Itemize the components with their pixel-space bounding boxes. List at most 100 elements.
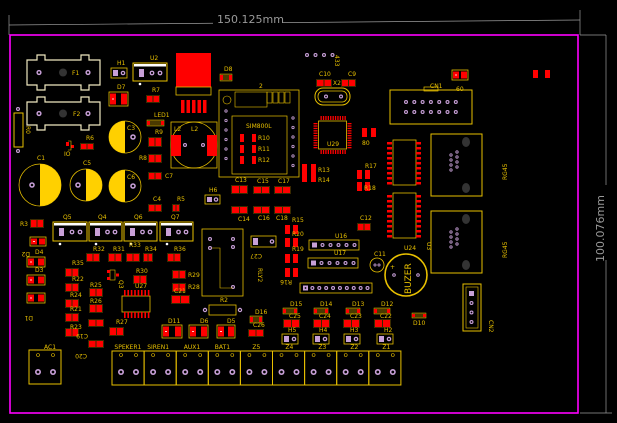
component-d12[interactable]: D12 [373, 301, 393, 315]
component-cn1[interactable]: CN1 [389, 83, 473, 125]
component-c22[interactable]: C22 [374, 313, 392, 328]
component-c10[interactable]: C10 [316, 71, 332, 87]
component-u27[interactable]: U27 [121, 283, 151, 318]
component-r22[interactable]: R22 [65, 276, 84, 292]
component-u29[interactable]: U29 [313, 116, 352, 154]
component-r8[interactable]: R8 [139, 154, 162, 163]
component-c11[interactable]: C11 [369, 251, 386, 273]
component-rg45b[interactable]: RG45 [387, 192, 509, 274]
component-c21[interactable]: C21 [171, 288, 190, 304]
component-r17[interactable]: R17 [357, 163, 377, 179]
component-q5[interactable]: Q5 [52, 214, 88, 246]
component-r29[interactable]: R29 [172, 270, 200, 279]
component-c13[interactable]: C13 [231, 177, 248, 194]
regulator-u5[interactable] [175, 53, 212, 113]
component-d11[interactable]: D11 [161, 318, 183, 339]
component-r36[interactable]: R36 [167, 246, 186, 262]
component-r3[interactable]: R3 [20, 219, 44, 228]
component-r2[interactable]: R2 [202, 297, 243, 316]
component-r25[interactable]: R25 [89, 282, 103, 297]
component-q4[interactable]: Q4 [88, 214, 123, 246]
component-h2[interactable]: H2 [376, 327, 394, 345]
component-r9[interactable]: R9 [148, 129, 163, 147]
component-c6[interactable]: C6 [108, 169, 142, 203]
component-r18[interactable]: R18 [357, 182, 376, 192]
component-d16[interactable]: D16 [249, 309, 267, 324]
component-433[interactable]: 433 [305, 53, 340, 67]
component-r6[interactable]: R6 [80, 135, 94, 150]
component-r7[interactable]: R7 [146, 87, 160, 103]
component-r5[interactable]: R5 [172, 196, 185, 212]
component-c20[interactable]: C20 [75, 340, 104, 359]
component-c4[interactable]: C4 [148, 196, 162, 212]
component-q3[interactable]: Q3 [107, 269, 124, 289]
component-h3[interactable]: H3 [343, 327, 361, 345]
component-60[interactable]: 60 [451, 69, 469, 93]
component-x2[interactable]: X2 [314, 80, 351, 106]
component-c19[interactable]: C19 [76, 319, 104, 339]
component-r31[interactable]: R31 [108, 246, 125, 262]
component-d4[interactable]: D4 [26, 249, 46, 268]
component-c27[interactable]: C27 [250, 235, 277, 259]
component-c1[interactable]: C1 [18, 155, 62, 207]
component-r14[interactable]: R14 [302, 173, 330, 184]
component-c7[interactable]: C7 [148, 172, 173, 180]
component-h4[interactable]: H4 [312, 327, 330, 345]
component-d1[interactable]: D1 [24, 292, 46, 321]
component-u24[interactable]: +U24 [384, 245, 428, 297]
component-d13[interactable]: D13 [345, 301, 364, 315]
component-r24[interactable]: R24 [65, 292, 82, 308]
component-r20[interactable]: R20 [285, 231, 304, 247]
component-c25[interactable]: C25 [283, 313, 301, 328]
component-c18[interactable]: C18 [274, 206, 291, 222]
component-c9[interactable]: C9 [341, 71, 356, 87]
component-u17[interactable]: U17 [307, 250, 359, 269]
component-r34[interactable]: R34 [143, 246, 157, 262]
component-r13[interactable]: R13 [302, 164, 330, 174]
component-d10[interactable]: D10 [411, 312, 427, 327]
component-r28[interactable]: R28 [172, 283, 200, 292]
component-h1[interactable]: H1 [110, 60, 128, 79]
component-io[interactable]: IO [64, 140, 74, 158]
component-80[interactable]: 80 [362, 128, 376, 147]
component-u18[interactable] [299, 282, 373, 294]
component-r26[interactable]: R26 [89, 298, 103, 313]
component-c23[interactable]: C23 [343, 313, 362, 328]
component-led1[interactable]: LED1 [146, 112, 170, 127]
component-d14[interactable]: D14 [313, 301, 332, 315]
component-r0[interactable]: R0 [13, 107, 31, 153]
component-r16[interactable]: R16 [280, 268, 298, 285]
component-h5[interactable]: H5 [281, 327, 299, 345]
component-rg45a[interactable]: RG45 [387, 133, 509, 197]
component-c26[interactable]: C26 [248, 322, 265, 337]
component-r35[interactable]: R35 [65, 260, 84, 277]
component-d8[interactable]: D8 [219, 66, 233, 82]
component-r21[interactable]: R21 [65, 306, 82, 322]
component-d3[interactable]: D3 [26, 267, 46, 286]
component-d15[interactable]: D15 [282, 301, 302, 315]
component-rly2[interactable]: RLY2 [201, 228, 263, 297]
component-d2[interactable]: D2 [21, 236, 47, 257]
component-u2[interactable]: U2 [132, 55, 168, 86]
component-u3[interactable]: U3 [425, 242, 432, 250]
component-r15[interactable]: R15 [285, 217, 304, 234]
component-h6[interactable]: H6 [204, 187, 221, 205]
component-f2[interactable]: F2 [26, 96, 101, 131]
component-d6[interactable]: D6 [188, 318, 209, 339]
component-q6[interactable]: Q6 [123, 214, 158, 246]
component-d5[interactable]: D5 [216, 318, 236, 339]
component-ac1[interactable]: AC1 [28, 344, 62, 385]
component-u16[interactable]: U16 [308, 233, 360, 251]
component-c14[interactable]: C14 [231, 206, 250, 223]
component-r30[interactable]: R30 [133, 268, 148, 284]
component-c24[interactable]: C24 [313, 313, 331, 328]
component-q7[interactable]: Q7 [159, 214, 194, 246]
component-r27[interactable]: R27 [109, 319, 128, 336]
component-c5[interactable]: C5 [69, 160, 103, 202]
component-cn2[interactable]: CN2 [462, 283, 494, 333]
component-c12[interactable]: C12 [357, 215, 372, 231]
component-c16[interactable]: C16 [253, 206, 270, 222]
